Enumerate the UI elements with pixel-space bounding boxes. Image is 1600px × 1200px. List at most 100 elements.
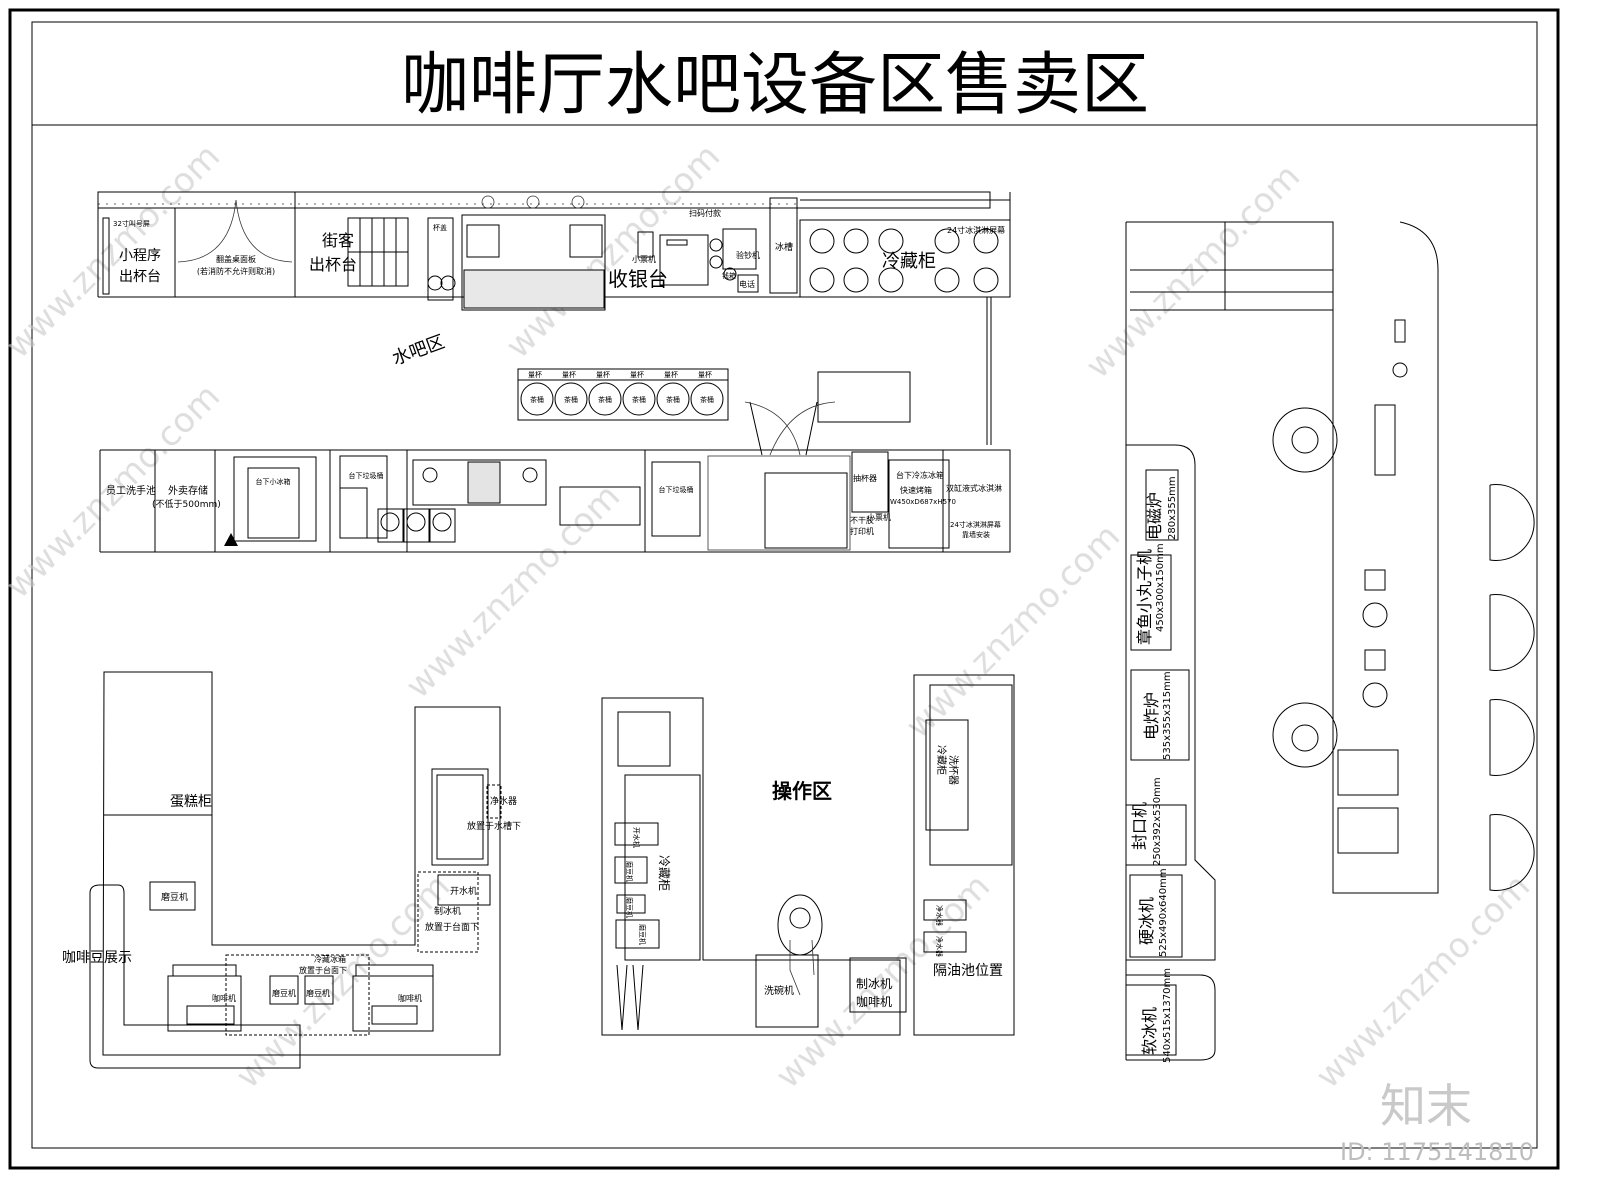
coffee-machine-label: 咖啡机 [856,994,892,1009]
fridge-label: 冷藏柜 [882,251,936,272]
dishwasher-label: 洗碗机 [764,984,794,997]
operation-area-label: 操作区 [772,779,832,803]
equipment-size: 280x355mm [1167,476,1178,540]
fridge-under-label: 冷藏冰箱 [314,954,346,964]
equipment-name: 封口机 [1130,802,1149,850]
water-boiler-label: 开水机 [632,827,641,848]
under-sink-note: 放置于水槽下 [467,820,521,832]
tea-buckets: 量杯 量杯 量杯 量杯 量杯 量杯 茶桶 茶桶 茶桶 茶桶 茶桶 茶桶 [520,370,724,416]
tea-bucket-label: 茶桶 [632,395,646,404]
equipment-size: 450x300x150mm [1155,543,1166,632]
equipment-size: 540x515x1370mm [1162,968,1173,1063]
cashier-label: 收银台 [608,267,668,291]
watermark-text: www.znzmo.com [898,516,1128,746]
drain-grate [463,269,605,309]
measuring-cup-label: 量杯 [528,370,542,379]
measuring-cup-label: 量杯 [562,370,576,379]
call-screen-label: 32寸叫号屏 [113,219,150,228]
fast-oven-label: 快速烤箱 [900,485,932,495]
bean-display-label: 咖啡豆展示 [62,950,132,966]
equipment-name: 软冰机 [1140,1007,1159,1055]
coffee-machine-label: 咖啡机 [398,993,422,1003]
grinder-label: 磨豆机 [625,897,634,918]
water-boiler-label: 开水机 [450,885,477,897]
watermark-text: www.znzmo.com [398,476,628,706]
top-counter: 32寸叫号屏 小程序 出杯台 翻盖桌面板 (若消防不允许则取消) 街客 出杯台 … [97,191,1011,445]
fridge-right-label: 冷藏柜 [935,745,948,775]
fridge-under-note: 放置于台面下 [299,965,347,975]
staff-sink-label: 员工洗手池 [106,484,156,497]
under-trash-label: 台下垃圾桶 [659,485,694,494]
oven-size-label: W450xD687xH570 [890,498,956,506]
sink-unit [461,214,606,311]
watermark-text: www.znzmo.com [228,866,458,1096]
receipt-printer-label: 小票机 [632,254,656,264]
under-trash-label: 台下垃圾桶 [349,471,384,480]
outer-frame [8,8,1560,1170]
scan-pay-label: 扫码付款 [689,208,721,218]
watermark-text: www.znzmo.com [1078,156,1308,386]
grinder-label: 磨豆机 [625,861,634,882]
water-purifier-label: 净水器 [490,795,517,807]
stove-unit [412,459,547,506]
measuring-cup-label: 量杯 [596,370,610,379]
cup-washer-label: 洗杯器 [947,755,960,785]
cup-rack [347,217,409,287]
tea-bucket-label: 茶桶 [564,395,578,404]
measuring-cup-label: 量杯 [664,370,678,379]
middle-receipt-printer-label: 小票机 [867,512,891,522]
walk-in-counter-label: 出杯台 [309,255,357,274]
tea-bucket-label: 茶桶 [666,395,680,404]
page-title: 咖啡厅水吧设备区售卖区 [401,46,1149,125]
right-counter: 电磁炉 280x355mm 章鱼小丸子机 450x300x150mm 电炸炉 5… [1125,221,1535,1063]
fridge-unit [799,219,1011,298]
cake-cabinet-label: 蛋糕柜 [170,794,212,810]
flip-panel-note: (若消防不允许则取消) [197,266,275,276]
under-counter-note: 放置于台面下 [425,921,479,933]
grinder-label: 磨豆机 [161,891,188,903]
cup-lid-label: 杯盖 [433,223,447,232]
watermark-id: ID: 1175141810 [1340,1138,1534,1166]
ice-cream-screen-wall-label: 24寸冰淇淋屏幕 [950,520,1001,529]
triangle-marker [224,533,238,546]
ice-cream-machine-label: 双缸液式冰淇淋 [946,483,1002,493]
watermark-logo: 知末 [1380,1079,1472,1133]
watermark-text: www.znzmo.com [498,136,728,366]
operation-area: 冷藏柜 洗杯器 净水器 净水器 隔油池位置 操作区 开水机 磨豆机 磨豆机 磨豆… [601,674,1015,1036]
mini-program-counter-label: 出杯台 [119,269,161,285]
under-freezer-label: 台下冷冻冰箱 [896,470,944,480]
ice-maker-label: 制冰机 [434,905,461,917]
ice-cream-screen-label: 24寸冰淇淋屏幕 [947,225,1005,235]
grinder-label: 磨豆机 [272,988,296,998]
bottom-left-counter: 蛋糕柜 磨豆机 咖啡豆展示 咖啡机 磨豆机 磨豆机 冷藏冰箱 放置于台面下 咖啡… [62,671,521,1069]
measuring-cup-label: 量杯 [698,370,712,379]
phone-label: 电话 [739,279,755,289]
ice-cream-screen-wall-label: 靠墙安装 [962,530,990,539]
water-purifier-label: 净水器 [935,936,944,957]
watermark-text: www.znzmo.com [1308,866,1538,1096]
person-icon [1272,407,1338,768]
fridge-left-label: 冷藏柜 [657,855,671,891]
tea-station [517,368,729,421]
measuring-cup-label: 量杯 [630,370,644,379]
mini-program-counter-label: 小程序 [119,248,161,264]
equipment-size: 535x355x315mm [1162,671,1173,760]
tea-bucket-label: 茶桶 [700,395,714,404]
prep-area [707,455,851,551]
ice-tank-label: 冰槽 [775,241,793,253]
person-icon [777,894,823,996]
inner-frame [31,21,1538,1149]
cup-dispenser-label: 抽杯器 [853,473,877,483]
label-printer-label: 打印机 [850,526,874,536]
ice-maker-label: 制冰机 [856,977,892,991]
money-checker-label: 验钞机 [736,250,760,260]
water-purifier-label: 净水器 [935,905,944,926]
equipment-size: 250x392x530mm [1152,777,1163,866]
tea-bucket-label: 茶桶 [530,395,544,404]
bar-area-label: 水吧区 [390,331,448,369]
grease-trap-label: 隔油池位置 [933,963,1003,979]
label-printer-label: 不干胶 [850,515,874,525]
pos-terminal [659,234,709,286]
watermark-text: www.znzmo.com [0,136,228,366]
equipment-name: 硬冰机 [1137,897,1156,945]
